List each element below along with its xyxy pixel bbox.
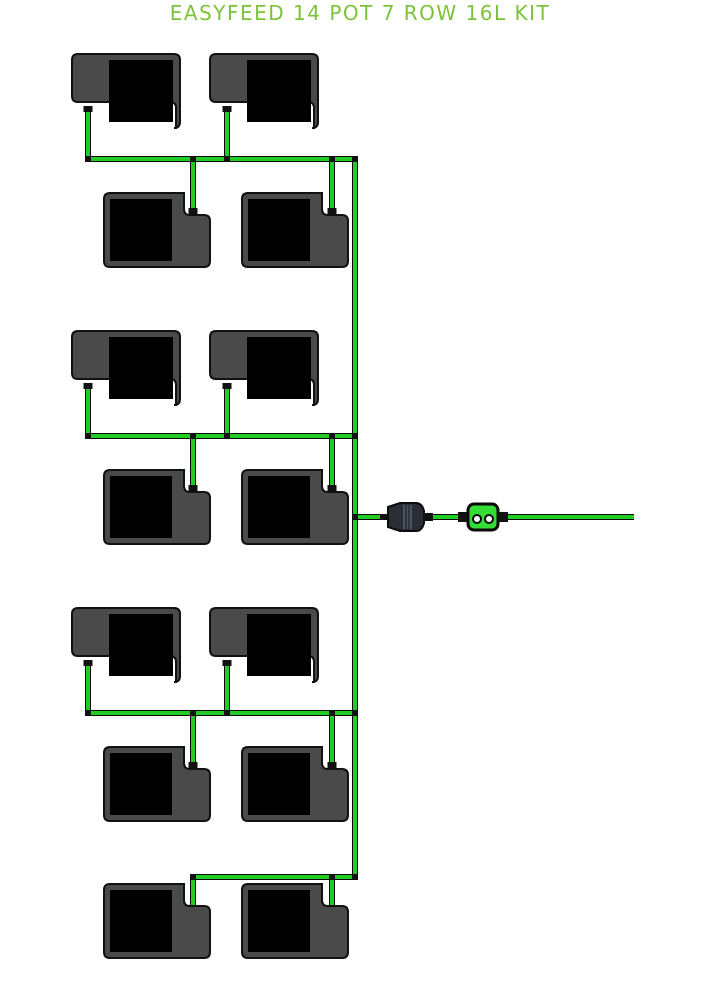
tube-junction (352, 433, 358, 439)
tube-junction (352, 514, 358, 520)
pot-grid (71, 53, 349, 959)
dripper-connector (83, 106, 93, 112)
pot-opening (247, 614, 311, 676)
dripper-connector (222, 383, 232, 389)
tube-junction (85, 156, 91, 162)
tube-junction (352, 710, 358, 716)
pot-opening (247, 60, 311, 122)
dripper-connector (327, 208, 337, 214)
dripper-connector (222, 106, 232, 112)
tube-junction (190, 156, 196, 162)
tube-junction (85, 710, 91, 716)
pot-opening (248, 753, 310, 815)
tap-valve-icon (458, 502, 508, 532)
tube-junction (329, 433, 335, 439)
tube-junction (190, 874, 196, 880)
tube-junction (329, 874, 335, 880)
tube-junction (224, 710, 230, 716)
dripper-connector (188, 208, 198, 214)
dripper-connector (83, 383, 93, 389)
tube-junction (329, 710, 335, 716)
tube-junction (190, 433, 196, 439)
pot-opening (109, 337, 173, 399)
inline-filter-icon (380, 502, 433, 532)
pot-opening (109, 614, 173, 676)
dripper-connector (188, 485, 198, 491)
tube-junction (85, 433, 91, 439)
dripper-connector (327, 485, 337, 491)
pot-opening (110, 890, 172, 952)
tube-junction (190, 710, 196, 716)
dripper-connector (83, 660, 93, 666)
dripper-connector (327, 762, 337, 768)
dripper-connector (188, 762, 198, 768)
tube-junction (352, 156, 358, 162)
dripper-connector (222, 660, 232, 666)
tube-junction (224, 156, 230, 162)
diagram-title: EASYFEED 14 POT 7 ROW 16L KIT (169, 1, 551, 25)
tube-junction (329, 156, 335, 162)
pot-opening (109, 60, 173, 122)
pot-opening (248, 890, 310, 952)
tube-junction (224, 433, 230, 439)
tube-network (83, 106, 634, 911)
pot-opening (248, 199, 310, 261)
pot-opening (110, 199, 172, 261)
tube-junction (352, 874, 358, 880)
pot-opening (248, 476, 310, 538)
pot-opening (247, 337, 311, 399)
inline-components (380, 502, 508, 532)
pot-opening (110, 476, 172, 538)
pot-opening (110, 753, 172, 815)
